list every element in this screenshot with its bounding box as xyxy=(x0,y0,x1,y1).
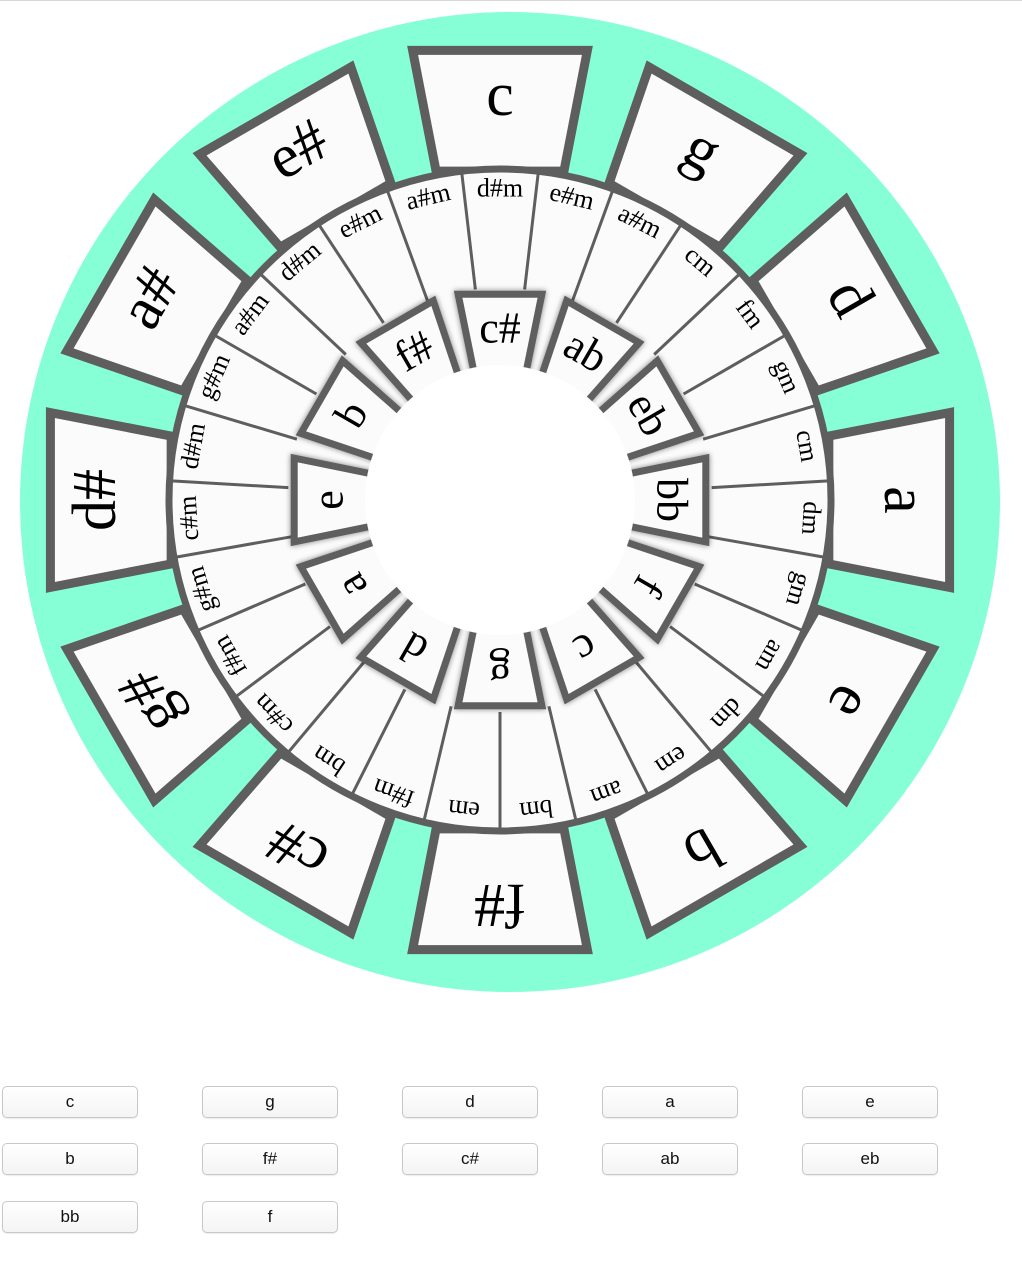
key-button-eb[interactable]: eb xyxy=(802,1143,938,1175)
minor-key-label: bm xyxy=(518,794,554,827)
minor-divider xyxy=(523,171,540,290)
major-key-label: a xyxy=(871,486,939,514)
key-button-c-sharp[interactable]: c# xyxy=(402,1143,538,1175)
minor-divider xyxy=(385,188,429,302)
minor-divider xyxy=(316,222,385,324)
major-key-label: f# xyxy=(474,871,526,939)
inner-key-label: g xyxy=(489,648,511,697)
major-key-label: d# xyxy=(61,469,129,531)
minor-divider xyxy=(422,705,453,823)
minor-divider xyxy=(169,479,289,490)
minor-divider xyxy=(212,333,318,396)
minor-divider xyxy=(653,271,742,356)
key-button-bb[interactable]: bb xyxy=(2,1201,138,1233)
minor-divider xyxy=(233,625,331,699)
minor-divider xyxy=(460,171,477,290)
key-button-d[interactable]: d xyxy=(402,1086,538,1118)
minor-divider xyxy=(711,479,831,490)
minor-divider xyxy=(593,688,650,797)
minor-divider xyxy=(182,403,298,441)
minor-divider xyxy=(258,271,347,356)
minor-key-label: c#m xyxy=(173,495,205,541)
key-button-c[interactable]: c xyxy=(2,1086,138,1118)
minor-key-label: em xyxy=(446,794,481,826)
minor-divider xyxy=(571,188,615,302)
minor-divider xyxy=(702,403,818,441)
inner-key-label: e xyxy=(304,490,353,510)
key-button-e[interactable]: e xyxy=(802,1086,938,1118)
minor-divider xyxy=(708,535,827,559)
minor-divider xyxy=(173,535,292,559)
major-key-label: c xyxy=(486,61,514,129)
minor-divider xyxy=(195,582,306,633)
inner-key-label: c# xyxy=(479,304,521,353)
minor-divider xyxy=(615,222,684,324)
minor-divider xyxy=(682,333,788,396)
inner-key-label: bb xyxy=(648,478,697,522)
key-button-g[interactable]: g xyxy=(202,1086,338,1118)
wheel-center-hole xyxy=(365,365,635,635)
key-button-a[interactable]: a xyxy=(602,1086,738,1118)
key-button-b[interactable]: b xyxy=(2,1143,138,1175)
key-button-f[interactable]: f xyxy=(202,1201,338,1233)
top-divider xyxy=(0,0,1022,1)
minor-key-label: cm xyxy=(790,428,824,464)
minor-divider xyxy=(635,661,714,755)
minor-divider xyxy=(547,705,578,823)
minor-key-label: d#m xyxy=(477,174,523,203)
minor-divider xyxy=(286,661,365,755)
key-button-ab[interactable]: ab xyxy=(602,1143,738,1175)
key-button-f-sharp[interactable]: f# xyxy=(202,1143,338,1175)
minor-key-label: dm xyxy=(796,501,827,536)
minor-divider xyxy=(694,582,805,633)
minor-divider xyxy=(350,688,407,797)
minor-divider xyxy=(669,625,767,699)
